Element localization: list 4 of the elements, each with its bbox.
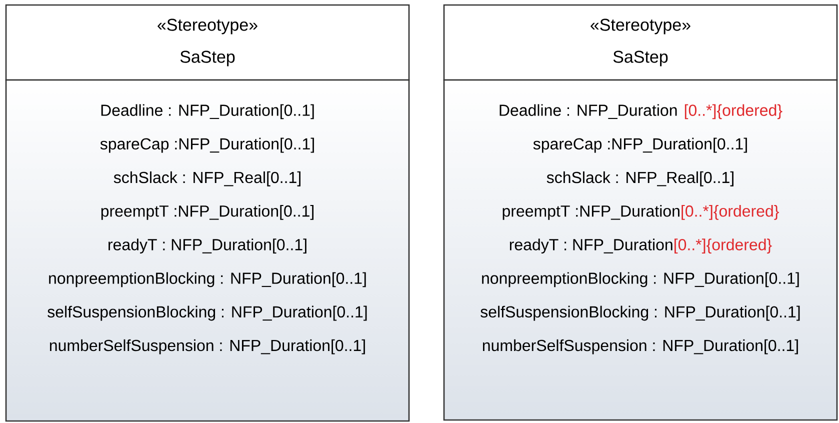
class-header: «Stereotype» SaStep <box>443 4 838 81</box>
class-header: «Stereotype» SaStep <box>5 4 410 81</box>
attribute-compartment: Deadline : NFP_Duration [0..*]{ordered} spareCap :NFP_Duration[0..1] schSlack : NFP_Real[0..1] preemptT :NFP_Duration[0..*]{ordered} readyT : NFP_Duration[0..*]{ordered} nonpreemptionBlocking : NFP_Duration[0..1] selfSuspensionBlocking : NFP_Duration[0..1] numberSelfSuspension : NFP_Duration[0..1] <box>443 79 838 421</box>
attribute-compartment: Deadline : NFP_Duration[0..1] spareCap :NFP_Duration[0..1] schSlack : NFP_Real[0..1] preemptT :NFP_Duration[0..1] readyT : NFP_Duration[0..1] nonpreemptionBlocking : NFP_Duration[0..1] selfSuspensionBlocking : NFP_Duration[0..1] numberSelfSuspension : NFP_Duration[0..1] <box>5 79 410 422</box>
